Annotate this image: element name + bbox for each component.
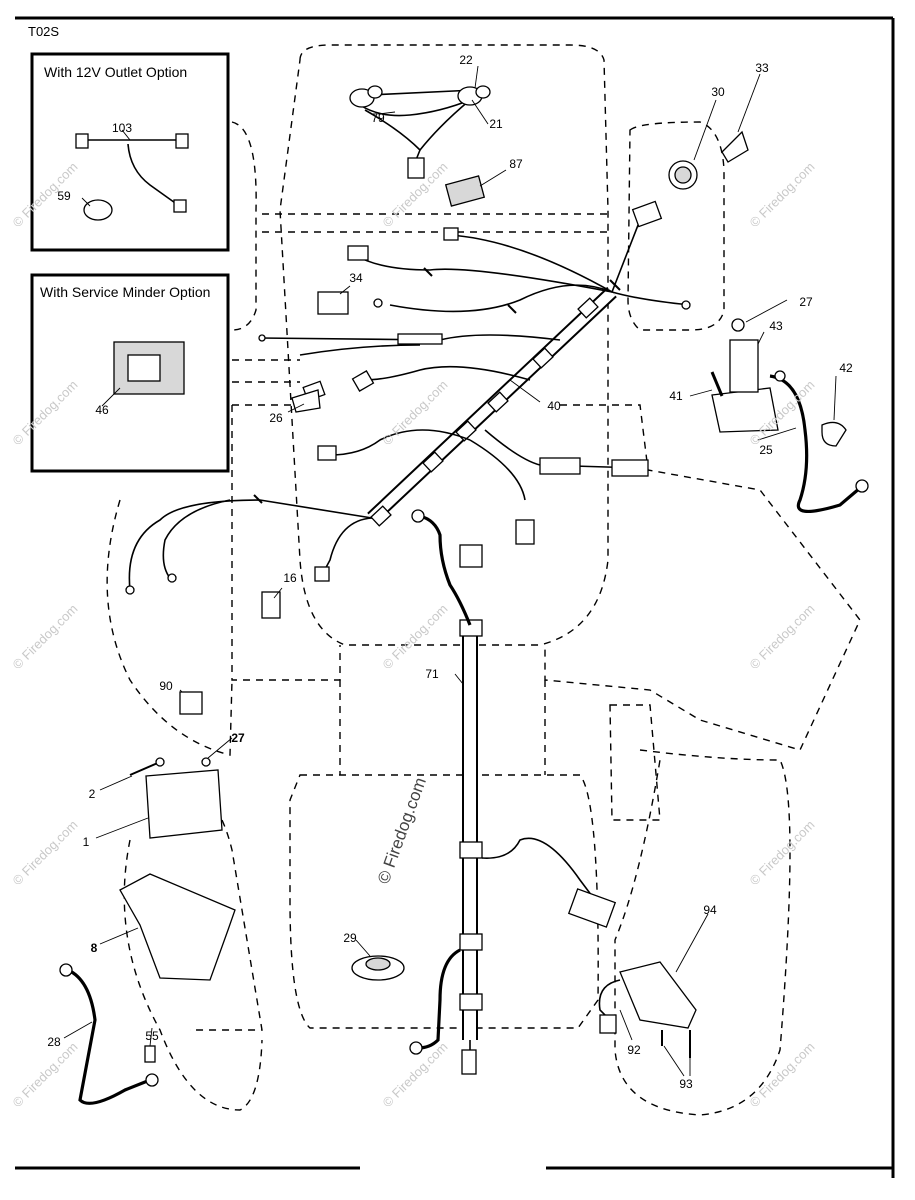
- part-label-43: 43: [769, 319, 783, 333]
- part-label-26: 26: [269, 411, 283, 425]
- part-label-71: 71: [425, 667, 439, 681]
- part-label-8: 8: [91, 941, 98, 955]
- part-label-55: 55: [145, 1029, 159, 1043]
- part-label-22: 22: [459, 53, 473, 67]
- watermarks: © Firedog.com © Firedog.com © Firedog.co…: [10, 159, 818, 1110]
- watermark-14: © Firedog.com: [747, 1039, 818, 1110]
- part-label-93: 93: [679, 1077, 693, 1091]
- part-label-27a: 27: [799, 295, 813, 309]
- part-label-29: 29: [343, 931, 357, 945]
- part-label-25: 25: [759, 443, 773, 457]
- service-minder-option-title: With Service Minder Option: [40, 284, 211, 300]
- part-label-79: 79: [371, 111, 385, 125]
- part-label-40: 40: [547, 399, 561, 413]
- part-label-1: 1: [83, 835, 90, 849]
- part-label-33: 33: [755, 61, 769, 75]
- watermark-8: © Firedog.com: [380, 601, 451, 672]
- outlet-option-title: With 12V Outlet Option: [44, 64, 188, 80]
- watermark-11: © Firedog.com: [747, 817, 818, 888]
- part-labels: 22 79 21 87 30 33 34 27 43 42 41 40 26 2…: [47, 53, 853, 1091]
- service-minder-option-box: [30, 273, 230, 473]
- watermark-3: © Firedog.com: [747, 159, 818, 230]
- part-label-103: 103: [112, 121, 132, 135]
- part-label-2: 2: [89, 787, 96, 801]
- part-label-42: 42: [839, 361, 853, 375]
- part-label-27b: 27: [231, 731, 245, 745]
- part-label-46: 46: [95, 403, 109, 417]
- center-watermark: © Firedog.com: [374, 775, 430, 886]
- part-label-87: 87: [509, 157, 523, 171]
- leader-lines: [63, 65, 837, 1077]
- part-label-59: 59: [57, 189, 71, 203]
- part-label-28: 28: [47, 1035, 61, 1049]
- headlight-harness: [349, 85, 491, 179]
- part-label-34: 34: [349, 271, 363, 285]
- harness-71: [409, 509, 617, 1075]
- part-label-30: 30: [711, 85, 725, 99]
- part-label-41: 41: [669, 389, 683, 403]
- part-label-92: 92: [627, 1043, 641, 1057]
- diagram-code: T02S: [28, 24, 60, 39]
- page-frame: [15, 16, 895, 1178]
- watermark-12: © Firedog.com: [10, 1039, 81, 1110]
- tractor-outline: [106, 44, 861, 1116]
- part-label-94: 94: [703, 903, 717, 917]
- watermark-10: © Firedog.com: [10, 817, 81, 888]
- watermark-7: © Firedog.com: [10, 601, 81, 672]
- outlet-option-box: [30, 52, 230, 252]
- main-harness: [125, 200, 691, 595]
- watermark-9: © Firedog.com: [747, 601, 818, 672]
- part-label-16: 16: [283, 571, 297, 585]
- part-label-21: 21: [489, 117, 503, 131]
- watermark-4: © Firedog.com: [10, 377, 81, 448]
- part-label-90: 90: [159, 679, 173, 693]
- watermark-5: © Firedog.com: [380, 377, 451, 448]
